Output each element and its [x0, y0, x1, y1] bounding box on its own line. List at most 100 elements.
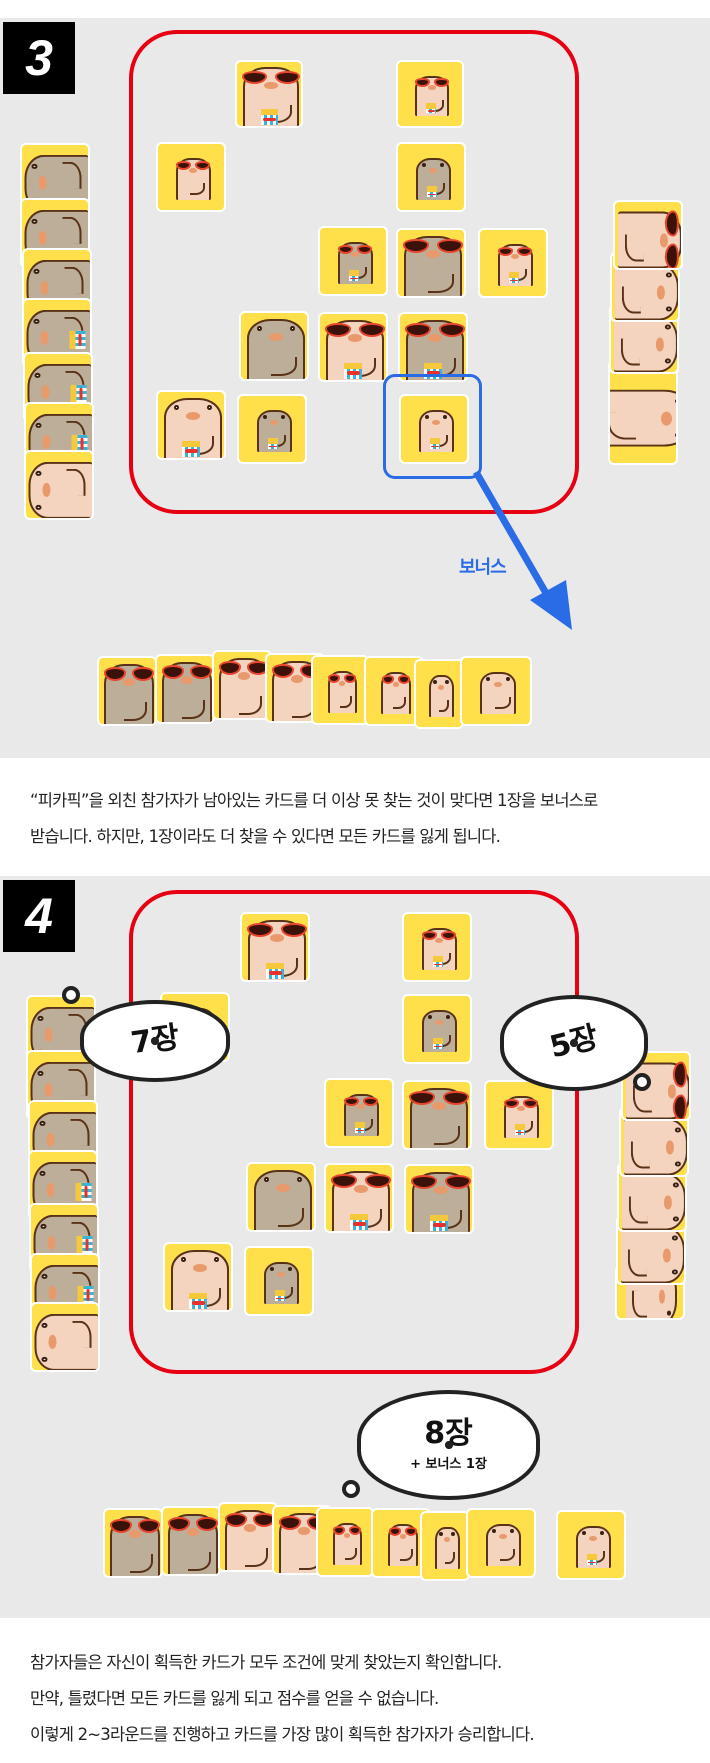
board-card[interactable]: [399, 394, 469, 464]
board-card[interactable]: [156, 142, 226, 212]
snout-icon: [510, 254, 520, 259]
pig-character-icon: [617, 209, 681, 268]
board-card[interactable]: [402, 912, 472, 982]
arm-icon: [339, 696, 352, 709]
popcorn-icon: [354, 1122, 366, 1133]
player-card-row-bottom[interactable]: [556, 1510, 626, 1580]
arm-icon: [351, 267, 368, 280]
heart-sunglasses-icon: [324, 322, 386, 337]
board-card[interactable]: [324, 1163, 394, 1233]
bubble-tail-icon: [62, 986, 80, 1004]
snout-icon: [39, 230, 47, 245]
player-card-row-bottom[interactable]: [316, 1507, 374, 1577]
pig-character-icon: [434, 1527, 460, 1569]
snout-icon: [47, 1182, 55, 1197]
board-card[interactable]: [237, 394, 307, 464]
arm-icon: [435, 1035, 452, 1048]
player-card-row-bottom[interactable]: [155, 654, 215, 724]
player-card-row-bottom[interactable]: [460, 656, 532, 726]
heart-sunglasses-icon: [330, 1173, 392, 1188]
board-card[interactable]: [404, 1164, 474, 1234]
player-card-row-bottom[interactable]: [218, 1502, 278, 1572]
arm-icon: [67, 468, 86, 496]
eye-icon: [666, 272, 673, 278]
snout-icon: [39, 175, 47, 190]
board-card[interactable]: [398, 312, 468, 382]
snout-icon: [348, 334, 362, 342]
heart-sunglasses-icon: [109, 1518, 161, 1533]
arm-icon: [357, 1119, 374, 1132]
popcorn-icon: [586, 1554, 598, 1565]
popcorn-icon: [69, 330, 87, 349]
snout-icon: [193, 1264, 207, 1272]
player-card-stack-left[interactable]: [30, 1302, 100, 1372]
snout-icon: [47, 1132, 55, 1147]
heart-sunglasses-icon: [404, 322, 466, 337]
eye-icon: [672, 1269, 679, 1275]
player-card-row-bottom[interactable]: [420, 1511, 470, 1581]
snout-icon: [434, 1186, 448, 1194]
eye-icon: [288, 1267, 293, 1272]
board-card[interactable]: [396, 60, 464, 128]
player-card-row-bottom[interactable]: [97, 656, 157, 726]
score-count: 7장: [128, 1019, 182, 1062]
board-card[interactable]: [246, 1162, 316, 1232]
eye-icon: [269, 1267, 274, 1272]
board-card[interactable]: [478, 228, 548, 298]
heart-sunglasses-icon: [497, 246, 533, 256]
eye-icon: [35, 504, 42, 510]
heart-sunglasses-icon: [673, 1060, 687, 1119]
arm-icon: [429, 183, 446, 196]
board-card[interactable]: [156, 390, 226, 460]
arm-icon: [631, 1141, 650, 1169]
player-card-stack-left[interactable]: [24, 450, 94, 520]
pig-character-icon: [28, 461, 92, 518]
player-card-row-bottom[interactable]: [414, 659, 464, 729]
pig-character-icon: [324, 319, 386, 380]
board-card[interactable]: [402, 994, 472, 1064]
snout-icon: [666, 1139, 674, 1154]
board-card[interactable]: [239, 311, 309, 381]
player-card-stack-right[interactable]: [608, 360, 678, 465]
snout-icon: [41, 330, 49, 345]
heart-sunglasses-icon: [218, 660, 270, 675]
player-card-row-bottom[interactable]: [161, 1506, 221, 1576]
eye-icon: [297, 1176, 303, 1183]
board-card[interactable]: [240, 912, 310, 982]
board-card[interactable]: [244, 1246, 314, 1316]
player-card-row-bottom[interactable]: [212, 650, 272, 720]
eye-icon: [41, 1273, 48, 1279]
arm-icon: [349, 357, 377, 377]
heart-sunglasses-icon: [224, 1512, 276, 1527]
board-card[interactable]: [163, 1242, 233, 1312]
bonus-note: + 보너스 1장: [410, 1456, 487, 1472]
heart-sunglasses-icon: [665, 209, 679, 268]
player-card-row-bottom[interactable]: [311, 655, 369, 725]
heart-sunglasses-icon: [408, 1090, 470, 1105]
arm-icon: [400, 1549, 414, 1562]
board-card[interactable]: [484, 1080, 554, 1150]
eye-icon: [440, 163, 445, 168]
snout-icon: [49, 1334, 57, 1349]
arm-icon: [187, 435, 215, 455]
player-card-row-bottom[interactable]: [466, 1508, 536, 1578]
eye-icon: [35, 470, 42, 476]
arm-icon: [435, 953, 452, 966]
player-card-stack-right[interactable]: [613, 200, 683, 270]
board-card[interactable]: [324, 1078, 394, 1148]
arm-icon: [511, 269, 528, 282]
board-card[interactable]: [402, 1080, 472, 1150]
pig-character-icon: [408, 1087, 470, 1148]
board-card[interactable]: [318, 226, 388, 296]
popcorn-icon: [432, 1038, 444, 1049]
board-card[interactable]: [318, 312, 388, 382]
popcorn-icon: [77, 1285, 95, 1304]
step4-caption: 참가자들은 자신이 획득한 카드가 모두 조건에 맞게 찾았는지 확인합니다. …: [30, 1645, 535, 1753]
popcorn-icon: [75, 1182, 93, 1201]
pig-character-icon: [263, 1262, 299, 1304]
board-card[interactable]: [235, 60, 303, 128]
arm-icon: [69, 1068, 88, 1096]
player-card-row-bottom[interactable]: [103, 1508, 163, 1578]
board-card[interactable]: [396, 142, 466, 212]
board-card[interactable]: [396, 228, 466, 298]
